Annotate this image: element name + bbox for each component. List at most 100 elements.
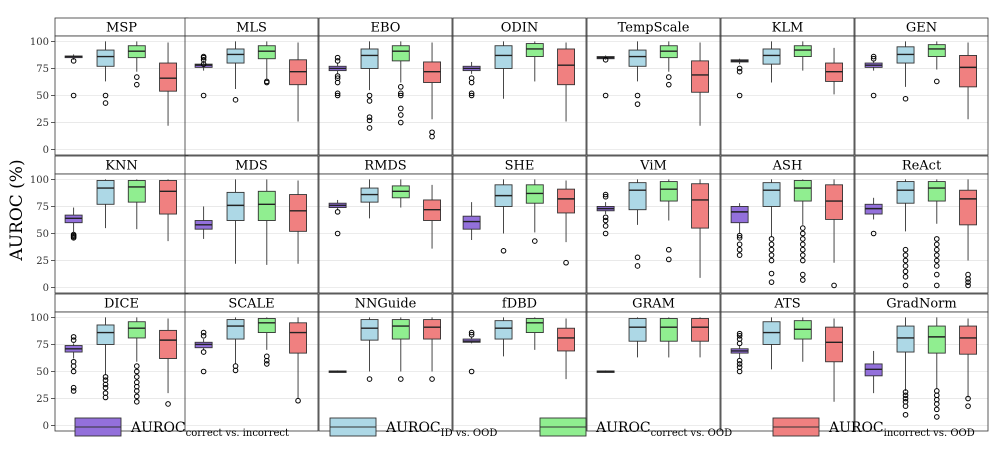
box-iqr bbox=[96, 180, 115, 205]
outlier-point bbox=[334, 73, 341, 79]
outlier-point bbox=[665, 246, 672, 253]
outlier-point bbox=[768, 279, 775, 285]
box-iqr bbox=[628, 182, 647, 211]
outlier-point bbox=[366, 125, 373, 131]
box-correct-vs-ood bbox=[391, 179, 410, 208]
box-correct-vs-incorrect bbox=[864, 53, 883, 99]
y-tick-label: 100 bbox=[30, 175, 49, 186]
outlier-point bbox=[602, 57, 609, 63]
panel-vim: ViM bbox=[586, 155, 721, 294]
panel-title: MDS bbox=[235, 159, 268, 174]
box-id-vs-ood bbox=[762, 179, 781, 285]
box-correct-vs-ood bbox=[525, 41, 544, 82]
panel-border bbox=[452, 311, 587, 432]
box-id-vs-ood bbox=[226, 41, 245, 103]
box-iqr bbox=[557, 188, 575, 214]
outlier-point bbox=[133, 363, 140, 369]
panel-gram: GRAM bbox=[586, 293, 721, 432]
outlier-point bbox=[397, 112, 404, 118]
panel-border bbox=[854, 311, 989, 432]
panel-border bbox=[452, 173, 587, 294]
box-correct-vs-ood bbox=[257, 317, 276, 367]
box-correct-vs-incorrect bbox=[462, 202, 481, 240]
box-correct-vs-incorrect bbox=[864, 350, 883, 394]
outlier-point bbox=[933, 282, 940, 289]
box-correct-vs-ood bbox=[127, 179, 146, 230]
y-axis-label: AUROC (%) bbox=[7, 159, 27, 261]
y-tick-label: 50 bbox=[36, 229, 49, 240]
outlier-point bbox=[531, 238, 538, 244]
outlier-point bbox=[397, 90, 404, 97]
legend-label: AUROCcorrect vs. incorrect bbox=[130, 420, 289, 439]
outlier-point bbox=[736, 68, 743, 75]
box-iqr bbox=[391, 319, 410, 340]
box-iqr bbox=[525, 318, 544, 334]
outlier-point bbox=[902, 268, 909, 275]
outlier-point bbox=[965, 395, 971, 402]
box-iqr bbox=[762, 182, 781, 207]
outlier-point bbox=[799, 277, 806, 283]
box-incorrect-vs-ood bbox=[557, 318, 575, 380]
outlier-point bbox=[965, 282, 971, 289]
box-incorrect-vs-ood bbox=[159, 318, 178, 407]
y-tick-label: 25 bbox=[36, 394, 49, 405]
outlier-point bbox=[70, 334, 77, 340]
panel-gradnorm: GradNorm bbox=[854, 293, 989, 432]
box-id-vs-ood bbox=[226, 317, 245, 374]
legend-label: AUROCincorrect vs. OOD bbox=[828, 420, 975, 439]
outlier-point bbox=[397, 84, 404, 90]
panel-scale: SCALE bbox=[184, 293, 319, 432]
outlier-point bbox=[602, 191, 609, 198]
outlier-point bbox=[736, 364, 743, 370]
box-iqr bbox=[96, 324, 115, 345]
outlier-point bbox=[736, 235, 743, 241]
box-correct-vs-ood bbox=[525, 317, 544, 350]
box-correct-vs-ood bbox=[257, 179, 276, 265]
outlier-point bbox=[468, 331, 475, 338]
outlier-point bbox=[563, 259, 569, 266]
outlier-point bbox=[768, 257, 775, 264]
panel-title: SCALE bbox=[228, 297, 274, 312]
box-id-vs-ood bbox=[96, 317, 115, 401]
box-iqr bbox=[127, 321, 146, 339]
outlier-point bbox=[602, 217, 609, 224]
outlier-point bbox=[70, 384, 77, 391]
outlier-point bbox=[366, 92, 373, 99]
outlier-point bbox=[200, 92, 207, 99]
box-iqr bbox=[96, 49, 115, 67]
outlier-point bbox=[366, 117, 373, 124]
outlier-point bbox=[263, 361, 270, 367]
box-correct-vs-ood bbox=[391, 41, 410, 126]
outlier-point bbox=[102, 92, 109, 99]
box-correct-vs-ood bbox=[659, 41, 678, 88]
outlier-point bbox=[736, 241, 743, 248]
outlier-point bbox=[602, 214, 609, 221]
box-correct-vs-incorrect bbox=[730, 203, 749, 258]
box-incorrect-vs-ood bbox=[959, 318, 977, 409]
panel-mds: MDS bbox=[184, 155, 319, 294]
outlier-point bbox=[133, 379, 140, 386]
box-correct-vs-incorrect bbox=[328, 370, 347, 373]
box-incorrect-vs-ood bbox=[423, 184, 441, 249]
box-id-vs-ood bbox=[762, 41, 781, 83]
box-id-vs-ood bbox=[96, 179, 115, 229]
panel-title: KNN bbox=[105, 159, 137, 174]
outlier-point bbox=[634, 263, 641, 269]
outlier-point bbox=[736, 330, 743, 337]
box-incorrect-vs-ood bbox=[159, 179, 178, 242]
outlier-point bbox=[902, 398, 909, 405]
outlier-point bbox=[165, 401, 171, 407]
panel-title: GradNorm bbox=[886, 297, 956, 312]
panel-border bbox=[184, 35, 319, 156]
y-tick-label: 50 bbox=[36, 91, 49, 102]
box-incorrect-vs-ood bbox=[289, 317, 307, 404]
outlier-point bbox=[133, 74, 140, 80]
outlier-point bbox=[736, 336, 743, 342]
box-iqr bbox=[462, 215, 481, 230]
box-iqr bbox=[959, 189, 977, 226]
outlier-point bbox=[468, 329, 475, 336]
box-iqr bbox=[628, 318, 647, 342]
outlier-point bbox=[736, 357, 743, 364]
box-incorrect-vs-ood bbox=[557, 180, 575, 266]
